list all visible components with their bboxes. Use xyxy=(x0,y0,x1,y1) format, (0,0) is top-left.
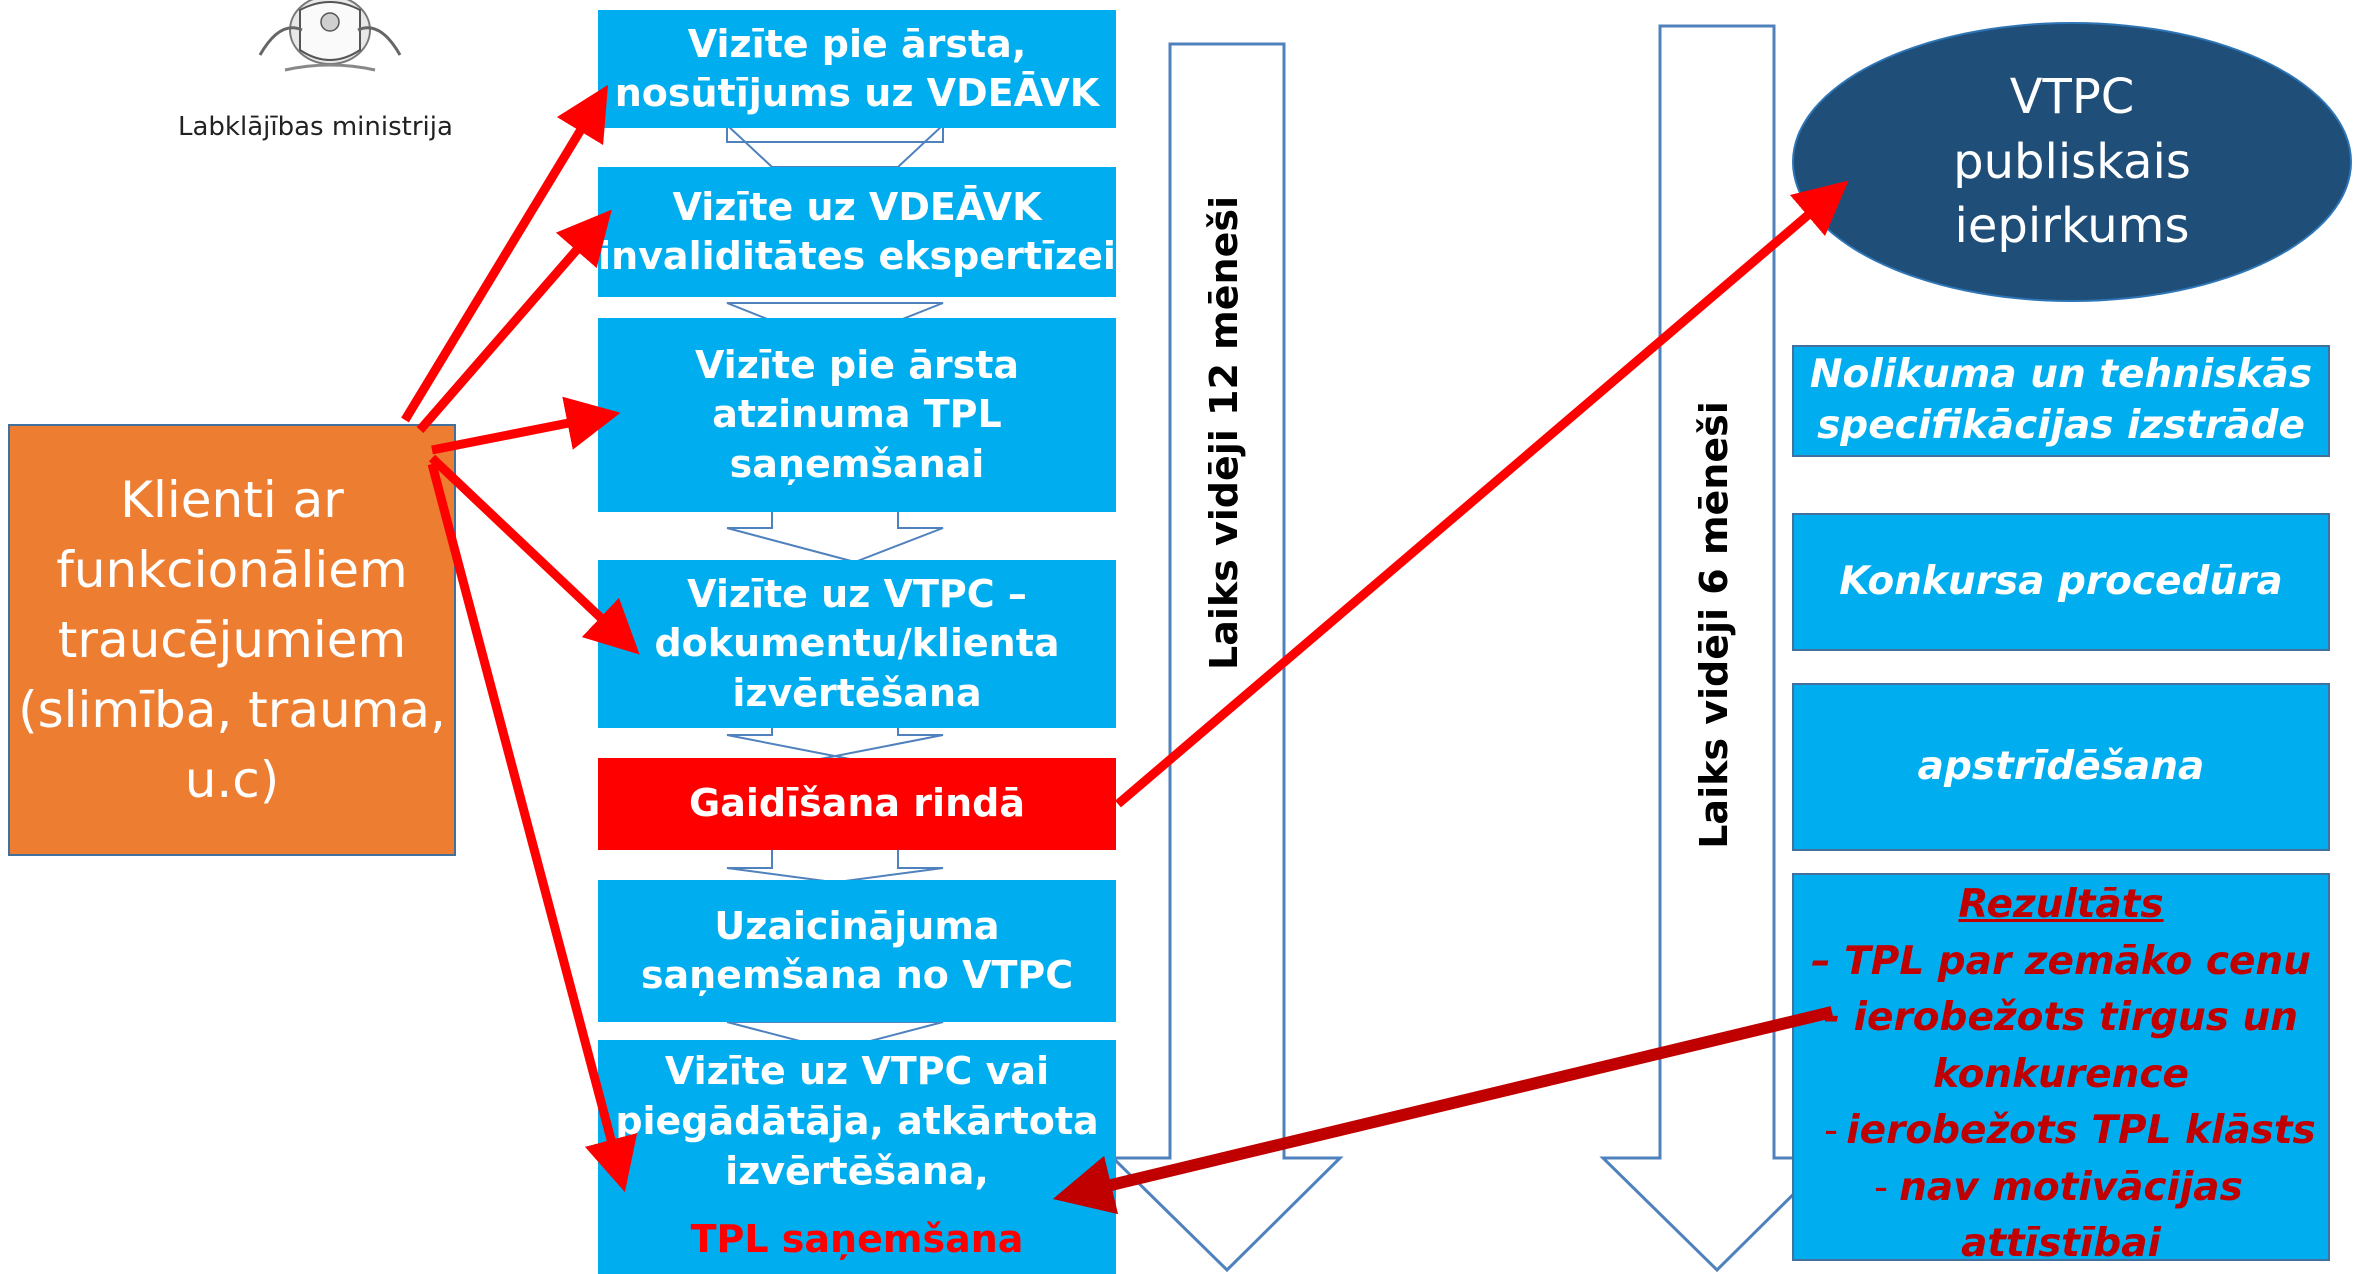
result-line: - nav motivācijas xyxy=(1794,1160,2328,1217)
result-bullet: - xyxy=(1874,1164,1889,1210)
procurement-ellipse: VTPC publiskais iepirkums xyxy=(1792,22,2352,302)
tpl-received-label: TPL saņemšana xyxy=(690,1217,1024,1262)
result-line: – TPL par zemāko cenu xyxy=(1811,938,2311,984)
step-doctor-referral: Vizīte pie ārsta, nosūtījums uz VDEĀVK xyxy=(598,10,1116,128)
step-vtpc-invitation: Uzaicinājuma saņemšana no VTPC xyxy=(598,880,1116,1022)
step-vtpc-assessment: Vizīte uz VTPC – dokumentu/klienta izvēr… xyxy=(598,560,1116,728)
coat-of-arms-icon xyxy=(258,0,402,72)
step-final-visit: Vizīte uz VTPC vai piegādātāja, atkārtot… xyxy=(598,1040,1116,1274)
connector-1 xyxy=(726,122,944,168)
timeline-right-label: Laiks vidēji 6 mēneši xyxy=(1692,401,1736,849)
connector-5 xyxy=(726,845,944,886)
stage-spec-drafting: Nolikuma un tehniskās specifikācijas izs… xyxy=(1792,345,2330,457)
step-vdeavk-expertise: Vizīte uz VDEĀVK invaliditātes ekspertīz… xyxy=(598,167,1116,297)
step-doctor-tpl: Vizīte pie ārsta atzinuma TPL saņemšanai xyxy=(598,318,1116,512)
stage-competition: Konkursa procedūra xyxy=(1792,513,2330,651)
result-box: Rezultāts – TPL par zemāko cenu - ierobe… xyxy=(1792,873,2330,1261)
result-line: - ierobežots tirgus un xyxy=(1823,995,2299,1041)
result-title: Rezultāts xyxy=(1958,882,2164,927)
client-box: Klienti ar funkcionāliem traucējumiem (s… xyxy=(8,424,456,856)
timeline-left-label: Laiks vidēji 12 mēneši xyxy=(1202,196,1246,670)
step-waiting-queue: Gaidīšana rindā xyxy=(598,758,1116,850)
ministry-logo xyxy=(200,0,460,80)
result-line: attīstībai xyxy=(1961,1221,2161,1261)
result-line: konkurence xyxy=(1933,1051,2189,1097)
stage-appeal: apstrīdēšana xyxy=(1792,683,2330,851)
client-text: Klienti ar funkcionāliem traucējumiem (s… xyxy=(18,471,446,809)
result-bullet: - xyxy=(1824,1108,1839,1154)
result-line: - ierobežots TPL klāsts xyxy=(1794,1103,2328,1160)
